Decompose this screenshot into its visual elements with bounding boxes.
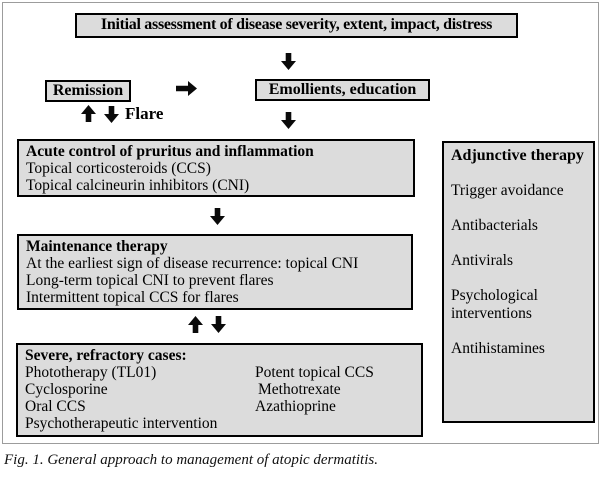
severe-left-item: Psychotherapeutic intervention bbox=[25, 415, 218, 432]
initial-assessment-box: Initial assessment of disease severity, … bbox=[75, 13, 518, 38]
severe-right-item: Methotrexate bbox=[258, 381, 341, 398]
severe-left-item: Oral CCS bbox=[25, 398, 86, 415]
down-arrow-icon bbox=[281, 53, 296, 70]
flare-label: Flare bbox=[125, 104, 164, 123]
emollients-education-box: Emollients, education bbox=[255, 79, 430, 101]
severe-right-item: Potent topical CCS bbox=[255, 364, 374, 381]
acute-control-line: Topical calcineurin inhibitors (CNI) bbox=[26, 177, 250, 194]
severe-left-item: Cyclosporine bbox=[25, 381, 108, 398]
adjunctive-therapy-box: Adjunctive therapy Trigger avoidance Ant… bbox=[442, 141, 595, 423]
maintenance-therapy-box: Maintenance therapy At the earliest sign… bbox=[17, 234, 413, 310]
figure-caption: Fig. 1. General approach to management o… bbox=[4, 452, 378, 468]
acute-control-title: Acute control of pruritus and inflammati… bbox=[26, 143, 314, 160]
maintenance-line: At the earliest sign of disease recurren… bbox=[26, 255, 359, 272]
down-arrow-icon bbox=[210, 208, 225, 225]
up-arrow-icon bbox=[188, 316, 203, 333]
acute-control-line: Topical corticosteroids (CCS) bbox=[26, 160, 211, 177]
adjunctive-item: Antibacterials bbox=[451, 217, 538, 234]
down-arrow-icon bbox=[281, 112, 296, 129]
severe-left-item: Phototherapy (TL01) bbox=[25, 364, 157, 381]
adjunctive-item: Trigger avoidance bbox=[451, 182, 564, 199]
down-arrow-icon bbox=[104, 106, 119, 123]
remission-box: Remission bbox=[45, 80, 131, 102]
maintenance-line: Long-term topical CNI to prevent flares bbox=[26, 272, 274, 289]
severe-right-item: Azathioprine bbox=[255, 398, 336, 415]
adjunctive-item: Antivirals bbox=[451, 252, 513, 269]
severe-right-column: Potent topical CCS Methotrexate Azathiop… bbox=[255, 364, 374, 415]
acute-control-box: Acute control of pruritus and inflammati… bbox=[17, 139, 415, 197]
adjunctive-item: Psychological interventions bbox=[451, 287, 538, 322]
severe-title: Severe, refractory cases: bbox=[25, 347, 187, 364]
adjunctive-item: Antihistamines bbox=[451, 340, 545, 357]
up-arrow-icon bbox=[81, 105, 96, 122]
right-arrow-icon bbox=[176, 81, 197, 96]
maintenance-title: Maintenance therapy bbox=[26, 238, 168, 255]
adjunctive-title: Adjunctive therapy bbox=[451, 147, 584, 164]
severe-refractory-box: Severe, refractory cases: Phototherapy (… bbox=[16, 343, 423, 437]
down-arrow-icon bbox=[211, 316, 226, 333]
maintenance-line: Intermittent topical CCS for flares bbox=[26, 289, 239, 306]
